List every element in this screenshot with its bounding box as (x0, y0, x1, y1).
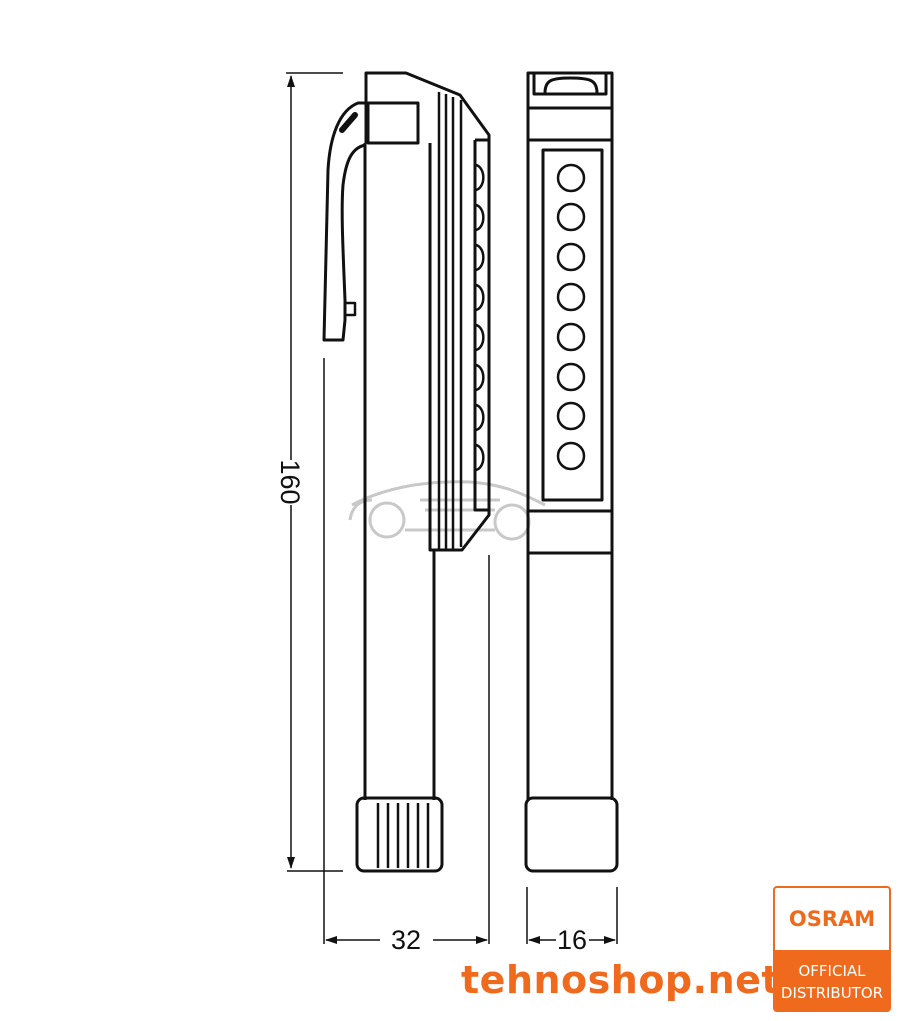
logo-brand: OSRAM (775, 888, 889, 950)
side-fins (437, 92, 463, 550)
logo-line1: OFFICIAL (798, 962, 866, 980)
side-cap-window (366, 101, 420, 145)
led (556, 401, 586, 431)
led (556, 322, 586, 352)
logo-line2: DISTRIBUTOR (780, 984, 884, 1002)
front-view (524, 71, 619, 873)
width-side-label: 32 (391, 925, 421, 955)
knurl-lines (376, 803, 430, 868)
led (556, 202, 586, 232)
knurled-end-cap (355, 796, 444, 873)
front-end-cap (524, 796, 619, 873)
led (556, 362, 586, 392)
side-view (322, 71, 491, 873)
led (556, 282, 586, 312)
side-led-bumps (474, 163, 485, 472)
led-panel (541, 148, 604, 502)
side-led-strip (473, 138, 489, 512)
front-top-button (532, 73, 608, 96)
width-front-label: 16 (557, 925, 587, 955)
shop-name: tehnoshop.net (461, 958, 781, 1002)
pocket-clip (322, 101, 366, 342)
osram-distributor-logo: OSRAM OFFICIAL DISTRIBUTOR (773, 886, 891, 1012)
width-dimensions (323, 358, 618, 944)
side-body (363, 143, 436, 800)
watermark-car (348, 480, 546, 541)
length-dimension (286, 72, 343, 872)
led (556, 242, 586, 272)
led (556, 441, 586, 471)
leds (556, 163, 586, 471)
side-cap (364, 71, 491, 552)
length-label: 160 (275, 459, 305, 504)
led (556, 163, 586, 193)
